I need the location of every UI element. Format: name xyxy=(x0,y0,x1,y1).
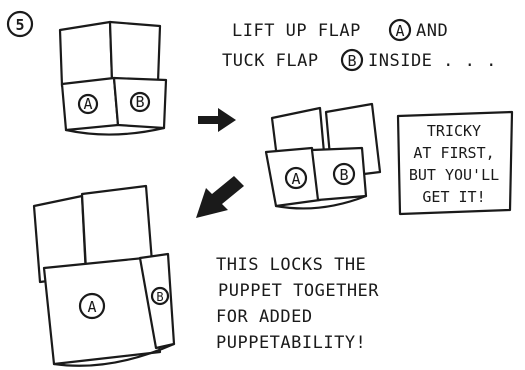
step-number-badge: 5 xyxy=(8,12,32,36)
instruction-flap-b: B xyxy=(347,52,356,70)
figure-3-locked-puppet: A B xyxy=(34,186,174,366)
tip-line-2: AT FIRST, xyxy=(413,144,494,162)
figure-3-flap-a-label: A xyxy=(87,298,96,316)
instruction-line-2: TUCK FLAP xyxy=(222,51,319,71)
arrow-right-icon xyxy=(198,108,236,132)
figure-3-flap-b-label: B xyxy=(156,290,163,304)
instruction-flap-a: A xyxy=(395,22,404,40)
arrow-down-left-icon xyxy=(196,176,244,218)
figure-2-flap-b-label: B xyxy=(339,166,348,184)
result-line-1: THIS LOCKS THE xyxy=(216,255,366,275)
instruction-text: LIFT UP FLAP A AND TUCK FLAP B INSIDE . … xyxy=(222,20,497,71)
instruction-line-2-end: INSIDE . . . xyxy=(368,51,497,71)
result-line-3: FOR ADDED xyxy=(216,307,313,327)
instruction-line-1: LIFT UP FLAP xyxy=(232,21,361,41)
figure-1-flap-b-label: B xyxy=(135,93,144,111)
result-line-2: PUPPET TOGETHER xyxy=(218,281,379,301)
figure-1-unfolded-puppet: A B xyxy=(60,22,166,135)
tip-line-1: TRICKY xyxy=(427,122,481,140)
instruction-line-1-end: AND xyxy=(416,21,448,41)
figure-2-tucking-flap: A B xyxy=(266,104,380,208)
result-line-4: PUPPETABILITY! xyxy=(216,333,366,353)
tip-line-4: GET IT! xyxy=(422,188,485,206)
figure-1-flap-a-label: A xyxy=(83,95,92,113)
tip-box: TRICKY AT FIRST, BUT YOU'LL GET IT! xyxy=(398,112,512,214)
figure-2-flap-a-label: A xyxy=(291,170,300,188)
step-number: 5 xyxy=(15,16,24,34)
result-text: THIS LOCKS THE PUPPET TOGETHER FOR ADDED… xyxy=(216,255,379,353)
tip-line-3: BUT YOU'LL xyxy=(409,166,499,184)
